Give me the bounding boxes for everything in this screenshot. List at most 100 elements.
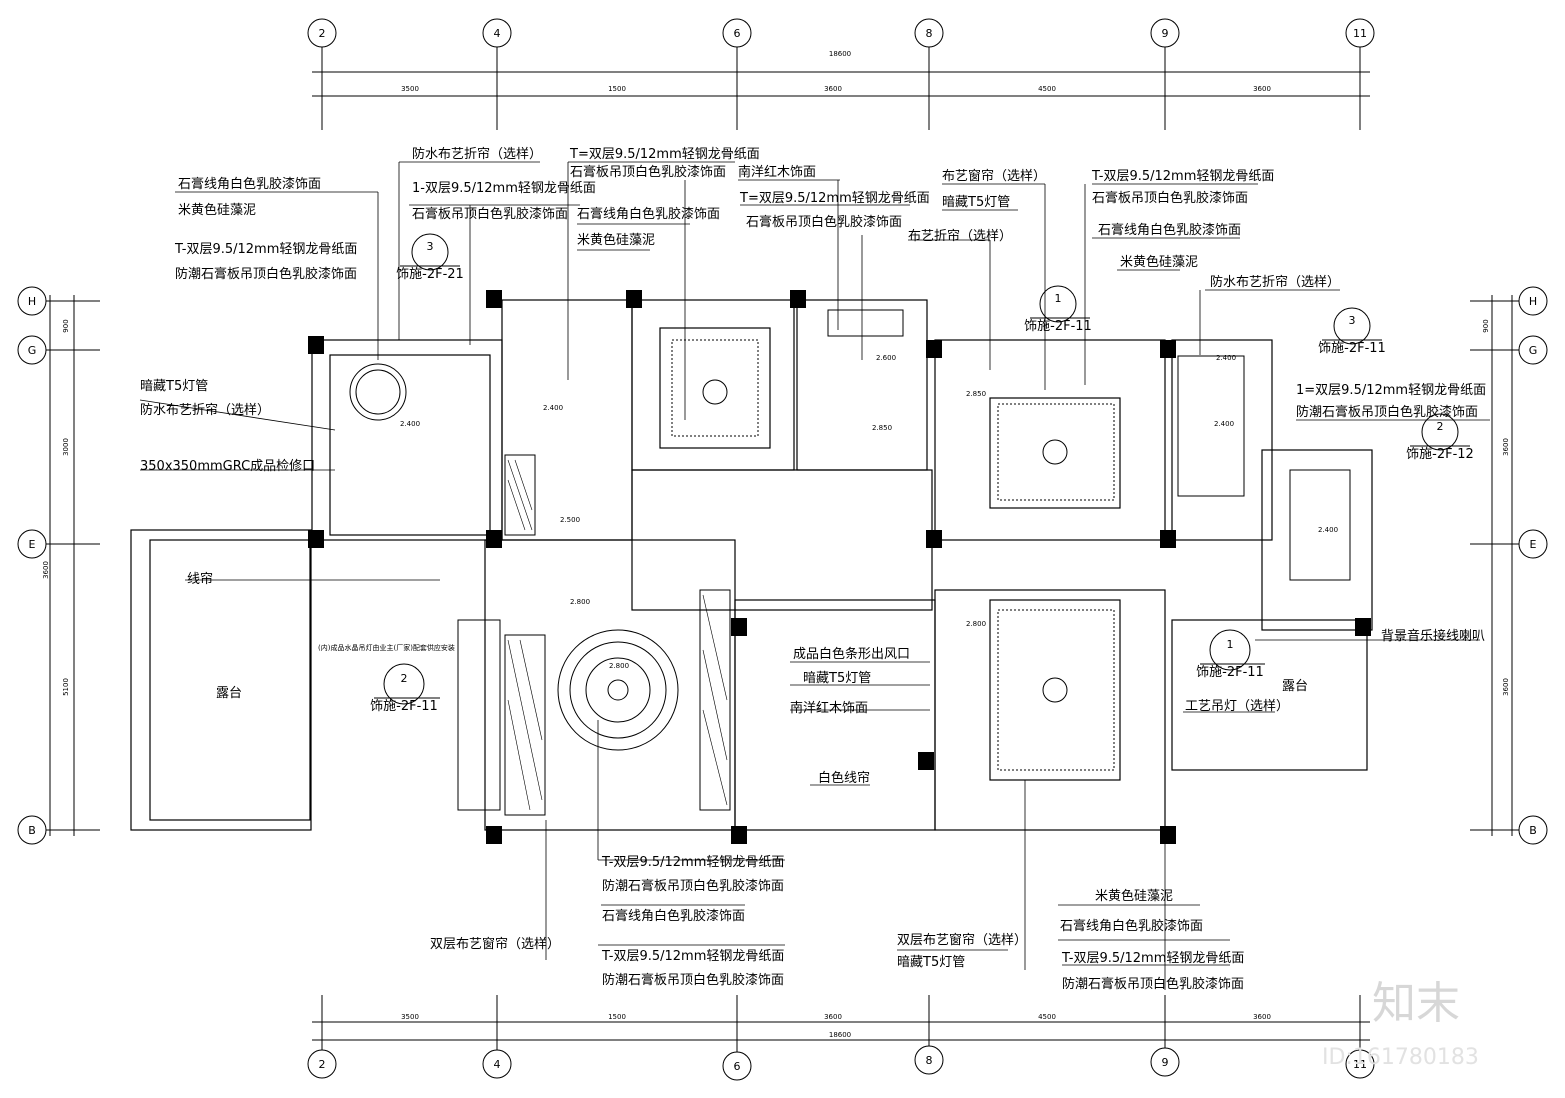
- annotation-label: 石膏线角白色乳胶漆饰面: [1060, 918, 1203, 934]
- annotation-label: 防潮石膏板吊顶白色乳胶漆饰面: [1062, 976, 1244, 992]
- dim-left-2: 3000: [62, 438, 70, 456]
- axis-label-top-9: 9: [1162, 27, 1169, 40]
- annotation-label: 南洋红木饰面: [738, 164, 816, 180]
- annotation-label: 防水布艺折帘（选样）: [1210, 274, 1340, 290]
- annotation-label: 双层布艺窗帘（选样）: [897, 932, 1027, 948]
- right-axis-labels: H G E B 900 3600 3600: [1482, 295, 1537, 837]
- annotation-label: 工艺吊灯（选样）: [1185, 699, 1289, 714]
- axis-label-bottom-2: 2: [319, 1058, 326, 1071]
- dim-top-seg-5: 3600: [1253, 85, 1271, 93]
- detail-ref-sheet: 饰施-2F-11: [1196, 665, 1264, 680]
- detail-ref-number: 3: [427, 240, 434, 253]
- annotations-center: 成品白色条形出风口 暗藏T5灯管 南洋红木饰面 白色线帘: [790, 646, 910, 786]
- axis-label-right-H: H: [1529, 295, 1537, 308]
- axis-label-top-8: 8: [926, 27, 933, 40]
- elevation-label: 2.400: [1214, 420, 1234, 428]
- dim-top-seg-2: 1500: [608, 85, 626, 93]
- elevation-label: 2.400: [400, 420, 420, 428]
- watermark: 知末 ID:161780183: [1322, 978, 1479, 1070]
- detail-ref-sheet: 饰施-2F-12: [1406, 447, 1474, 462]
- annotation-label: 1-双层9.5/12mm轻钢龙骨纸面: [412, 181, 596, 196]
- detail-ref-sheet: 饰施-2F-11: [370, 699, 438, 714]
- annotation-label: 米黄色硅藻泥: [1120, 254, 1198, 270]
- wood-hatch: [507, 459, 728, 811]
- elevation-marks: 2.400 2.400 2.500 2.800 2.600 2.850 2.40…: [400, 354, 1338, 670]
- elevation-label: 2.800: [966, 620, 986, 628]
- left-axis-labels: H G E B 900 3000 3600 5100: [28, 295, 70, 837]
- annotation-label: 1=双层9.5/12mm轻钢龙骨纸面: [1296, 383, 1486, 398]
- annotation-label: 石膏板吊顶白色乳胶漆饰面: [1092, 190, 1248, 206]
- axis-label-bottom-11: 11: [1353, 1058, 1367, 1071]
- axis-label-bottom-8: 8: [926, 1054, 933, 1067]
- annotation-label: 防水布艺折帘（选样）: [140, 402, 270, 418]
- left-axis-grid: [17, 286, 100, 845]
- axis-label-right-G: G: [1529, 344, 1538, 357]
- ceiling-panels: [671, 339, 1351, 771]
- detail-ref-number: 2: [401, 672, 408, 685]
- axis-label-top-6: 6: [734, 27, 741, 40]
- annotation-label: 米黄色硅藻泥: [577, 232, 655, 248]
- annotation-label: 防潮石膏板吊顶白色乳胶漆饰面: [1296, 404, 1478, 420]
- top-axis-grid: [307, 18, 1375, 130]
- elevation-label: 2.600: [876, 354, 896, 362]
- round-ceilings: [349, 363, 1068, 751]
- dim-top-seg-1: 3500: [401, 85, 419, 93]
- annotation-label: T-双层9.5/12mm轻钢龙骨纸面: [1061, 951, 1244, 966]
- annotation-label: 石膏线角白色乳胶漆饰面: [577, 206, 720, 222]
- dim-top-seg-4: 4500: [1038, 85, 1056, 93]
- axis-label-bottom-6: 6: [734, 1060, 741, 1073]
- annotation-label: 防潮石膏板吊顶白色乳胶漆饰面: [175, 266, 357, 282]
- annotation-label: 南洋红木饰面: [790, 700, 868, 716]
- axis-label-left-E: E: [29, 538, 36, 551]
- annotation-label: 米黄色硅藻泥: [178, 202, 256, 218]
- detail-ref-number: 2: [1437, 420, 1444, 433]
- axis-label-right-E: E: [1530, 538, 1537, 551]
- elevation-label: 2.400: [1318, 526, 1338, 534]
- dim-bottom-seg-4: 4500: [1038, 1013, 1056, 1021]
- detail-ref-sheet: 饰施-2F-11: [1318, 341, 1386, 356]
- detail-ref-number: 1: [1227, 638, 1234, 651]
- axis-label-top-4: 4: [494, 27, 501, 40]
- dim-right-3: 3600: [1502, 678, 1510, 696]
- axis-label-right-B: B: [1529, 824, 1537, 837]
- elevation-label: 2.800: [609, 662, 629, 670]
- axis-label-left-G: G: [28, 344, 37, 357]
- annotations-right: 1=双层9.5/12mm轻钢龙骨纸面 防潮石膏板吊顶白色乳胶漆饰面 背景音乐接线…: [1185, 383, 1486, 714]
- dim-left-4: 5100: [62, 678, 70, 696]
- watermark-id: ID:161780183: [1322, 1045, 1479, 1070]
- annotation-label: 防水布艺折帘（选样）: [412, 146, 542, 162]
- annotation-label: 暗藏T5灯管: [942, 195, 1010, 210]
- detail-bubbles: [374, 233, 1470, 705]
- dim-right-1: 900: [1482, 319, 1490, 332]
- dim-bottom-seg-5: 3600: [1253, 1013, 1271, 1021]
- annotation-label: T-双层9.5/12mm轻钢龙骨纸面: [174, 242, 357, 257]
- dim-bottom-seg-1: 3500: [401, 1013, 419, 1021]
- wood-panels: [457, 309, 904, 816]
- axis-label-top-11: 11: [1353, 27, 1367, 40]
- annotation-label: T=双层9.5/12mm轻钢龙骨纸面: [739, 191, 930, 206]
- dim-top-total: 18600: [829, 50, 851, 58]
- annotations-top: 防水布艺折帘（选样） 石膏线角白色乳胶漆饰面 米黄色硅藻泥 T-双层9.5/12…: [174, 146, 1340, 290]
- dim-bottom-seg-3: 3600: [824, 1013, 842, 1021]
- annotation-label: 石膏板吊顶白色乳胶漆饰面: [412, 206, 568, 222]
- annotation-label: 布艺折帘（选样）: [908, 228, 1012, 244]
- annotation-label: T=双层9.5/12mm轻钢龙骨纸面: [569, 147, 760, 162]
- annotation-label: 白色线帘: [818, 770, 870, 786]
- annotation-label: 暗藏T5灯管: [803, 671, 871, 686]
- annotation-label: 石膏线角白色乳胶漆饰面: [1098, 222, 1241, 238]
- annotation-label: 背景音乐接线喇叭: [1381, 628, 1485, 644]
- axis-label-left-H: H: [28, 295, 36, 308]
- axis-label-bottom-4: 4: [494, 1058, 501, 1071]
- annotations-left: 暗藏T5灯管 防水布艺折帘（选样） 350x350mmGRC成品检修口 线帘 (…: [140, 379, 455, 701]
- dim-left-1: 900: [62, 319, 70, 332]
- detail-ref-sheet: 饰施-2F-21: [396, 267, 464, 282]
- dim-left-3: 3600: [42, 561, 50, 579]
- annotation-label: 石膏线角白色乳胶漆饰面: [178, 176, 321, 192]
- right-axis-grid: [1470, 286, 1548, 845]
- annotation-label: 350x350mmGRC成品检修口: [140, 459, 315, 474]
- elevation-label: 2.850: [872, 424, 892, 432]
- axis-label-left-B: B: [28, 824, 36, 837]
- bottom-axis-grid: [307, 995, 1375, 1081]
- annotation-label: 石膏板吊顶白色乳胶漆饰面: [746, 214, 902, 230]
